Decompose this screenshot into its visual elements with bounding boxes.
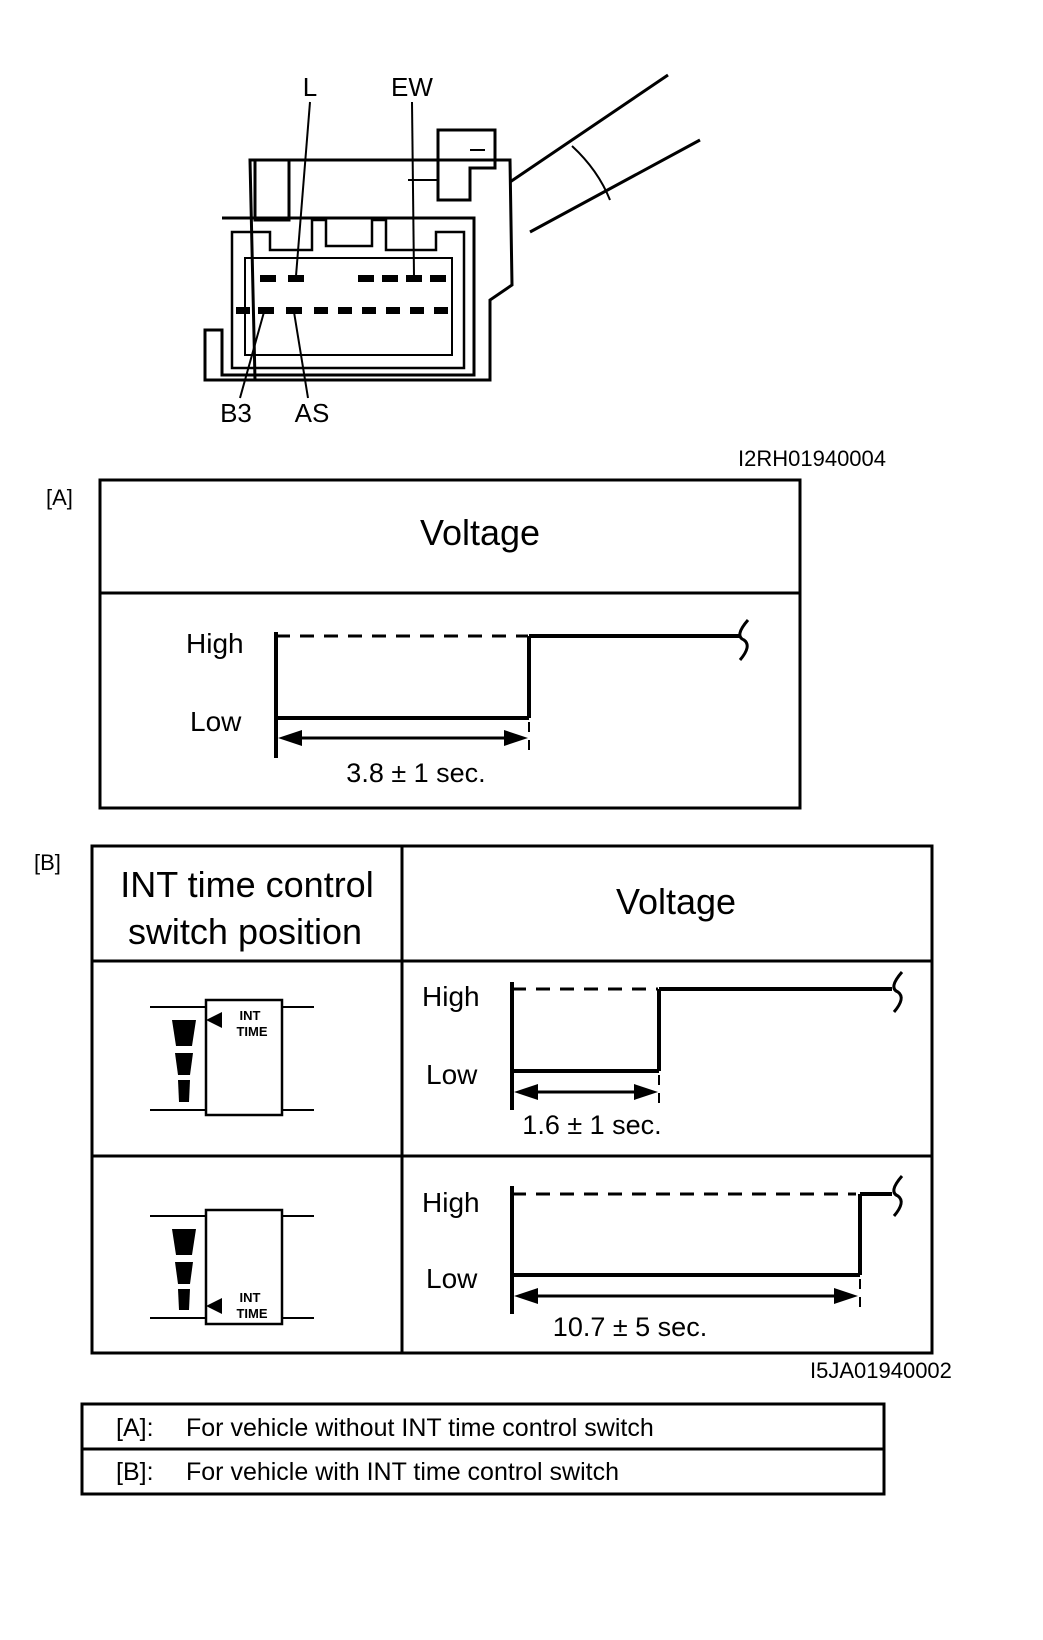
table-a-duration-arrow [278, 730, 528, 746]
int-switch-icon-long [150, 1208, 314, 1326]
terminal-slots [236, 275, 448, 314]
connector-side-latch [253, 158, 291, 222]
terminal-label-ew: EW [391, 72, 433, 102]
int-switch-icon-short [150, 998, 314, 1117]
table-a-waveform [274, 619, 750, 758]
row2-high-label: High [422, 1187, 480, 1218]
terminal-label-b3: B3 [220, 398, 252, 428]
legend-a-text: For vehicle without INT time control swi… [186, 1414, 654, 1442]
row2-waveform [510, 1175, 904, 1314]
switch-lever [509, 73, 701, 234]
figure-id-table-b: I5JA01940002 [810, 1358, 952, 1383]
legend-a-key: [A]: [116, 1414, 154, 1442]
terminal-label-as: AS [295, 398, 330, 428]
table-a-duration-label: 3.8 ± 1 sec. [346, 758, 485, 788]
row1-duration-label: 1.6 ± 1 sec. [522, 1110, 661, 1140]
terminal-leaders [239, 101, 415, 399]
table-b-tag: [B] [34, 850, 61, 875]
legend-frame [80, 1402, 886, 1496]
row1-low-label: Low [426, 1059, 478, 1090]
connector-front-inner [230, 218, 466, 370]
table-b-header-left-line2: switch position [128, 911, 362, 952]
table-b-frame [90, 844, 934, 1355]
connector-top-clip [436, 128, 497, 202]
row2-low-label: Low [426, 1263, 478, 1294]
table-b-header-left-line1: INT time control [120, 864, 373, 905]
connector-front-outline [203, 216, 480, 382]
table-a-high-label: High [186, 628, 244, 659]
table-a-tag: [A] [46, 485, 73, 510]
row1-high-label: High [422, 981, 480, 1012]
table-a-low-label: Low [190, 706, 242, 737]
connector-illustration [203, 73, 701, 399]
lever-angle-arc [571, 145, 611, 201]
table-a-frame [98, 478, 802, 810]
int-switch-label-short-line2: TIME [236, 1024, 267, 1039]
table-a-header: Voltage [420, 512, 540, 553]
int-switch-label-long-line1: INT [240, 1290, 261, 1305]
row2-duration-label: 10.7 ± 5 sec. [553, 1312, 707, 1342]
figure-id-connector: I2RH01940004 [738, 446, 886, 471]
terminal-label-l: L [303, 72, 317, 102]
int-switch-label-short-line1: INT [240, 1008, 261, 1023]
legend-b-key: [B]: [116, 1458, 154, 1486]
int-switch-label-long-line2: TIME [236, 1306, 267, 1321]
legend-b-text: For vehicle with INT time control switch [186, 1458, 619, 1486]
table-b-header-right: Voltage [616, 881, 736, 922]
row2-duration-arrow [514, 1288, 858, 1304]
row1-duration-arrow [514, 1084, 658, 1100]
row1-waveform [510, 971, 904, 1110]
